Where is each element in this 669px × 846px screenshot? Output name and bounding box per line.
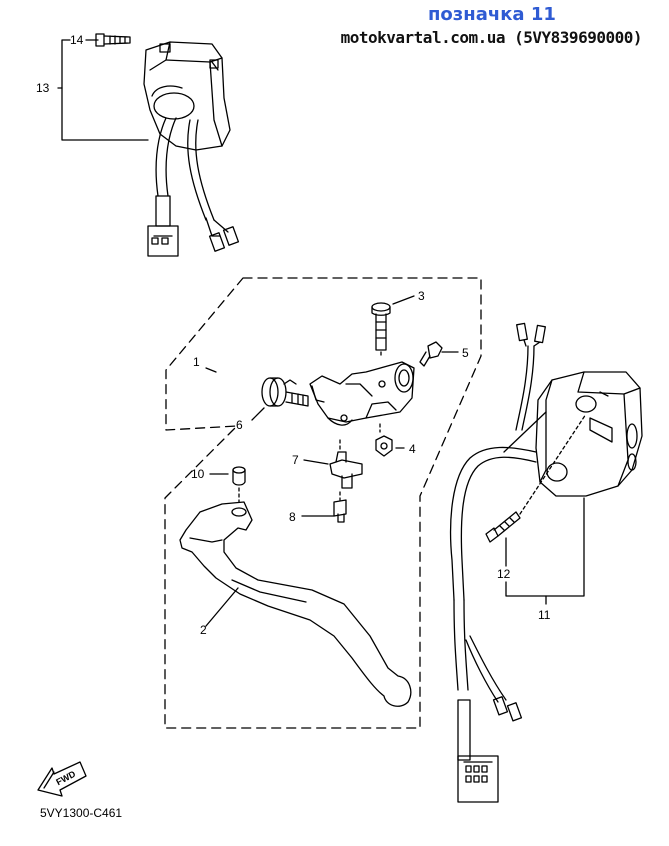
callout-7: 7 <box>292 453 299 467</box>
diagram-title: позначка 11 <box>428 4 556 25</box>
part-2-lever <box>179 501 412 707</box>
part-7-switch <box>303 439 363 489</box>
callout-11: 11 <box>538 608 551 622</box>
part-4-nut <box>375 423 405 457</box>
right-handlebar-switch <box>449 322 643 803</box>
part-8-screw <box>301 491 347 523</box>
callout-2: 2 <box>200 623 207 637</box>
part-10-collar <box>209 466 246 503</box>
callout-10: 10 <box>191 467 205 481</box>
lever-assembly-outline <box>164 277 482 729</box>
part-3-bolt <box>371 295 415 359</box>
left-handlebar-switch <box>57 33 240 257</box>
catalog-code: 5VY1300-C461 <box>40 806 123 820</box>
lever-bracket <box>309 361 415 426</box>
callout-8: 8 <box>289 510 296 524</box>
callout-3: 3 <box>418 289 425 303</box>
callout-5: 5 <box>462 346 469 360</box>
part-5-screw <box>419 341 459 367</box>
callout-1: 1 <box>193 355 200 369</box>
callout-6: 6 <box>236 418 243 432</box>
callout-12: 12 <box>497 567 511 581</box>
fwd-arrow <box>37 761 87 797</box>
callout-13: 13 <box>36 81 50 95</box>
fwd-label: FWD <box>54 769 77 788</box>
callout-4: 4 <box>409 442 416 456</box>
source-label: motokvartal.com.ua (5VY839690000) <box>340 28 643 47</box>
part-6-adjuster <box>251 377 309 421</box>
callout-14: 14 <box>70 33 84 47</box>
